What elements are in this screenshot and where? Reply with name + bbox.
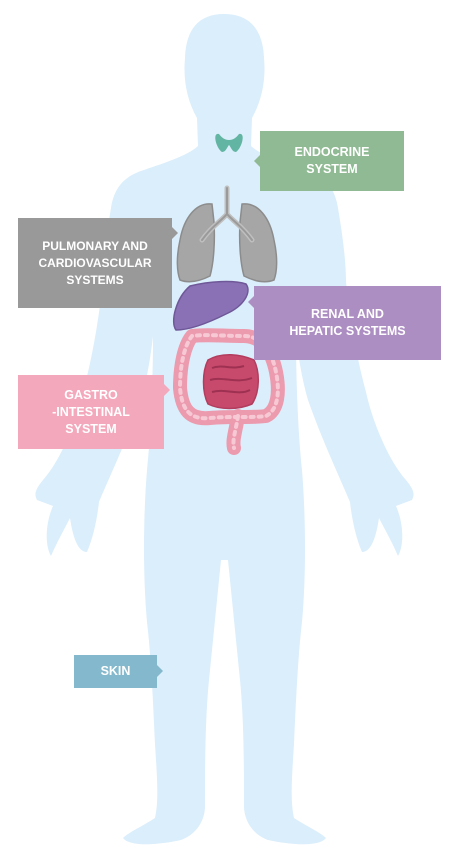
pulmonary-label-line-3: SYSTEMS	[38, 272, 151, 289]
endocrine-label-line-1: ENDOCRINE	[294, 144, 369, 161]
skin-label: SKIN	[74, 655, 157, 688]
gastro-label-line-3: SYSTEM	[52, 421, 130, 438]
skin-pointer	[157, 665, 163, 677]
pulmonary-label-line-1: PULMONARY AND	[38, 238, 151, 255]
skin-label-text: SKIN	[101, 663, 131, 680]
renal-pointer	[248, 296, 254, 308]
pulmonary-cardiovascular-label: PULMONARY AND CARDIOVASCULAR SYSTEMS	[18, 218, 172, 308]
renal-label-line-2: HEPATIC SYSTEMS	[289, 323, 405, 340]
endocrine-system-label: ENDOCRINE SYSTEM	[260, 131, 404, 191]
gastro-pointer	[164, 384, 170, 396]
gastro-label-line-2: -INTESTINAL	[52, 404, 130, 421]
endocrine-pointer	[254, 155, 260, 167]
renal-hepatic-label: RENAL AND HEPATIC SYSTEMS	[254, 286, 441, 360]
gastrointestinal-label: GASTRO -INTESTINAL SYSTEM	[18, 375, 164, 449]
pulmonary-pointer	[172, 227, 178, 239]
gastro-label-line-1: GASTRO	[52, 387, 130, 404]
endocrine-label-line-2: SYSTEM	[294, 161, 369, 178]
renal-label-line-1: RENAL AND	[289, 306, 405, 323]
pulmonary-label-line-2: CARDIOVASCULAR	[38, 255, 151, 272]
